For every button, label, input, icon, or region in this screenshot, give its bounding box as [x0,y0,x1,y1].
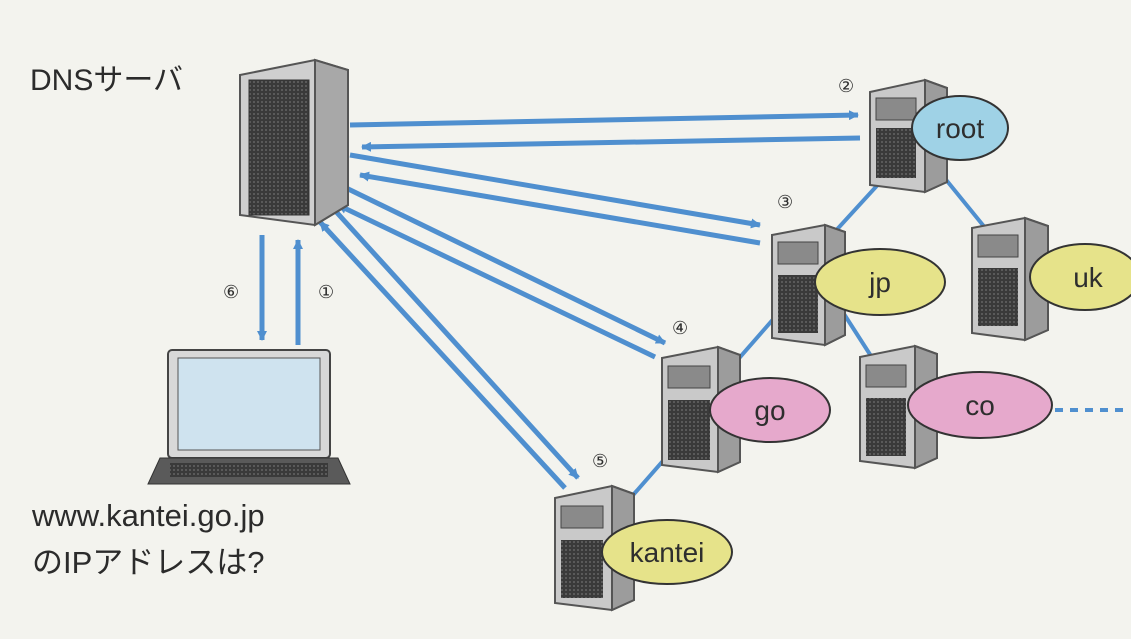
arrow-jp-to-dns [359,171,761,246]
dns-server-title: DNSサーバ [30,64,184,97]
node-uk-label: uk [1073,262,1104,293]
arrow-root-to-dns [361,135,861,152]
node-kantei-label: kantei [630,537,705,568]
node-go [709,377,831,443]
arrow-dns-to-kantei [328,203,580,480]
step-6-label: ⑥ [223,282,239,303]
node-co-label: co [965,390,995,421]
arrow-dns-to-root [349,110,859,128]
node-uk [1029,243,1131,311]
node-jp [814,248,946,316]
arrow-dns-to-go [338,182,667,346]
step-2-label: ② [838,76,854,97]
step-3-label: ③ [777,192,793,213]
arrow-go-to-dns [336,202,657,360]
step-4-label: ④ [672,318,688,339]
laptop-icon [147,349,351,485]
step-5-label: ⑤ [592,451,608,472]
node-co [907,371,1053,439]
node-go-label: go [754,395,785,426]
node-root [911,95,1009,161]
node-jp-label: jp [868,267,891,298]
node-root-label: root [936,113,984,144]
step-1-label: ① [318,282,334,303]
server-jp-icon [771,223,846,347]
query-domain-text: www.kantei.go.jp [32,498,265,533]
arrow-kantei-to-dns [318,220,567,490]
node-kantei [601,519,733,585]
server-co-icon [859,344,938,470]
query-question-text: のIPアドレスは? [32,545,265,580]
arrow-dns-to-jp [349,152,761,229]
dns-server-icon [239,58,349,227]
server-kantei-icon [554,484,635,612]
